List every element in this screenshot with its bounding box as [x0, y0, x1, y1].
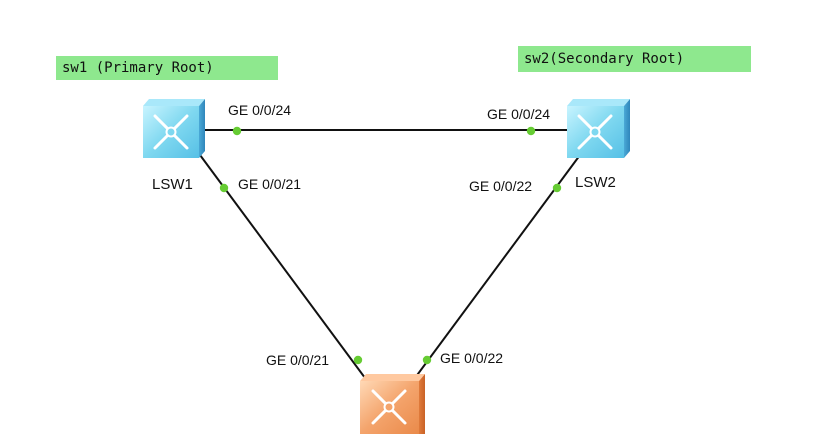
port-dot-lsw1-ge0021 [219, 183, 229, 193]
link-lsw1-lsw3 [199, 154, 369, 383]
lsw3-switch-icon[interactable] [360, 374, 425, 434]
note-sw2-secondary-root: sw2(Secondary Root) [518, 46, 751, 72]
port-dot-lsw2-ge0024 [526, 126, 536, 136]
port-dot-lsw1-ge0024 [232, 126, 242, 136]
port-label-lsw3-ge0021: GE 0/0/21 [266, 352, 330, 368]
port-label-lsw1-ge0024: GE 0/0/24 [228, 102, 292, 118]
device-label-lsw1: LSW1 [152, 176, 193, 193]
port-label-lsw3-ge0022: GE 0/0/22 [440, 350, 504, 366]
note-sw1-primary-root: sw1 (Primary Root) [56, 56, 278, 80]
lsw2-switch-icon[interactable] [567, 99, 630, 158]
port-label-lsw2-ge0024: GE 0/0/24 [487, 106, 551, 122]
lsw1-switch-icon[interactable] [143, 99, 205, 158]
port-dot-lsw2-ge0022 [552, 183, 562, 193]
link-lsw2-lsw3 [411, 154, 581, 383]
port-dot-lsw3-ge0022 [422, 355, 432, 365]
port-label-lsw2-ge0022: GE 0/0/22 [469, 178, 533, 194]
port-dot-lsw3-ge0021 [353, 355, 363, 365]
port-label-lsw1-ge0021: GE 0/0/21 [238, 176, 302, 192]
device-label-lsw2: LSW2 [575, 174, 616, 191]
